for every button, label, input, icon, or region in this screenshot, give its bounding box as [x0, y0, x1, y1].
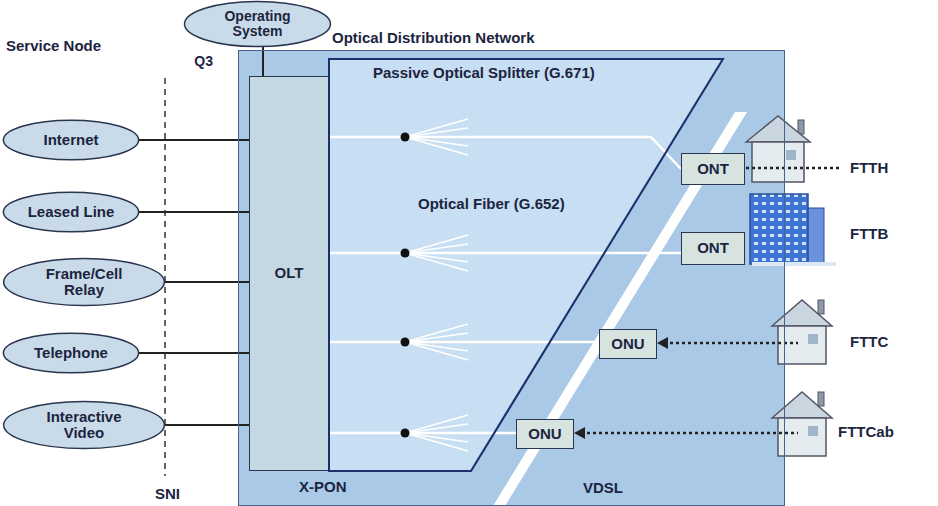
section-label: VDSL: [583, 480, 623, 497]
splitter-dot: [401, 429, 410, 438]
connector-line: [329, 252, 681, 255]
node-text: ONU: [528, 426, 561, 443]
node-text: Operating System: [212, 9, 304, 40]
connector-line: [329, 432, 516, 435]
drop-line: [746, 167, 842, 170]
node-text: Frame/Cell Relay: [34, 266, 134, 299]
fan-line: [405, 433, 468, 442]
node-text: OLT: [275, 265, 304, 282]
ellipse-shape: [184, 1, 330, 46]
ont-box: ONT: [681, 232, 745, 265]
sni-dashed-line: [164, 78, 166, 476]
section-label: Optical Distribution Network: [332, 30, 535, 47]
ont-box: ONT: [681, 153, 745, 185]
connector-line: [329, 341, 599, 344]
vdsl-band: [493, 112, 747, 506]
access-type-label: FTTC: [850, 334, 888, 351]
fan-line: [405, 433, 468, 451]
splitter-dot: [401, 133, 410, 142]
node-text: ONT: [697, 161, 729, 178]
connector-line: [164, 424, 249, 426]
interface-label: Q3: [192, 54, 215, 69]
fan-line: [405, 324, 468, 342]
fan-line: [405, 137, 468, 155]
node-text: Leased Line: [28, 204, 115, 221]
access-type-label: FTTCab: [838, 424, 894, 441]
onu-box: ONU: [599, 329, 657, 359]
node-text: X-PON: [299, 479, 347, 496]
arrow-head: [574, 427, 585, 439]
service-ellipse: Leased Line: [2, 191, 140, 233]
vdsl-line: [664, 342, 798, 345]
fan-line: [405, 424, 468, 433]
fan-line: [405, 333, 468, 342]
fan-line: [405, 119, 468, 137]
ellipse-shape: [3, 120, 138, 159]
splitter-dot: [401, 338, 410, 347]
fan-line: [405, 128, 468, 137]
fan-line: [405, 137, 468, 146]
pon-region: X-PON OLT Passive Optical Splitter (G.671)…: [238, 50, 785, 506]
fan-line: [405, 342, 468, 360]
ellipse-shape: [4, 402, 165, 449]
interface-label: SNI: [155, 486, 180, 503]
connector-line: [164, 281, 249, 283]
fan-line: [405, 253, 468, 262]
service-ellipse: Telephone: [2, 332, 140, 374]
connector-line: [139, 352, 249, 354]
building-fttb: [750, 194, 836, 266]
service-ellipse: Internet: [2, 119, 140, 161]
ellipse-shape: [3, 192, 138, 231]
fan-line: [405, 244, 468, 253]
splitter-region: Passive Optical Splitter (G.671): [329, 59, 723, 471]
node-text: Internet: [43, 132, 98, 149]
ellipse-shape: [3, 333, 138, 372]
arrow-head: [657, 337, 668, 349]
connector-line: [139, 139, 249, 141]
ellipse-shape: [4, 259, 165, 306]
node-text: Passive Optical Splitter (G.671): [373, 65, 595, 82]
service-ellipse: Frame/Cell Relay: [2, 257, 166, 307]
onu-box: ONU: [516, 419, 574, 449]
fan-line: [405, 415, 468, 433]
fan-line: [405, 253, 468, 271]
system-ellipse: Operating System: [183, 0, 332, 48]
splitter-fans: [401, 119, 469, 451]
access-type-label: FTTB: [850, 226, 888, 243]
house-ftth: [746, 116, 810, 182]
parallelogram-shape: [329, 59, 723, 471]
house-fttcab: [772, 392, 832, 456]
section-label: Service Node: [6, 38, 101, 55]
fan-line: [405, 342, 468, 351]
splitter-dot: [401, 249, 410, 258]
parallelogram-outline: [329, 59, 723, 471]
fan-line: [405, 235, 468, 253]
connector-line: [329, 137, 681, 169]
node-text: Interactive Video: [34, 409, 134, 442]
node-text: Telephone: [34, 345, 108, 362]
vdsl-line: [581, 432, 798, 435]
fiber-label: Optical Fiber (G.652): [418, 196, 565, 213]
olt-box: OLT: [249, 76, 329, 471]
connector-line: [139, 211, 249, 213]
node-text: ONU: [611, 336, 644, 353]
splitter-region-fill: [328, 58, 722, 470]
access-type-label: FTTH: [850, 160, 888, 177]
node-text: ONT: [697, 240, 729, 257]
pon-region-fill: [238, 50, 785, 506]
service-ellipse: Interactive Video: [2, 400, 166, 450]
house-fttc: [772, 300, 832, 364]
